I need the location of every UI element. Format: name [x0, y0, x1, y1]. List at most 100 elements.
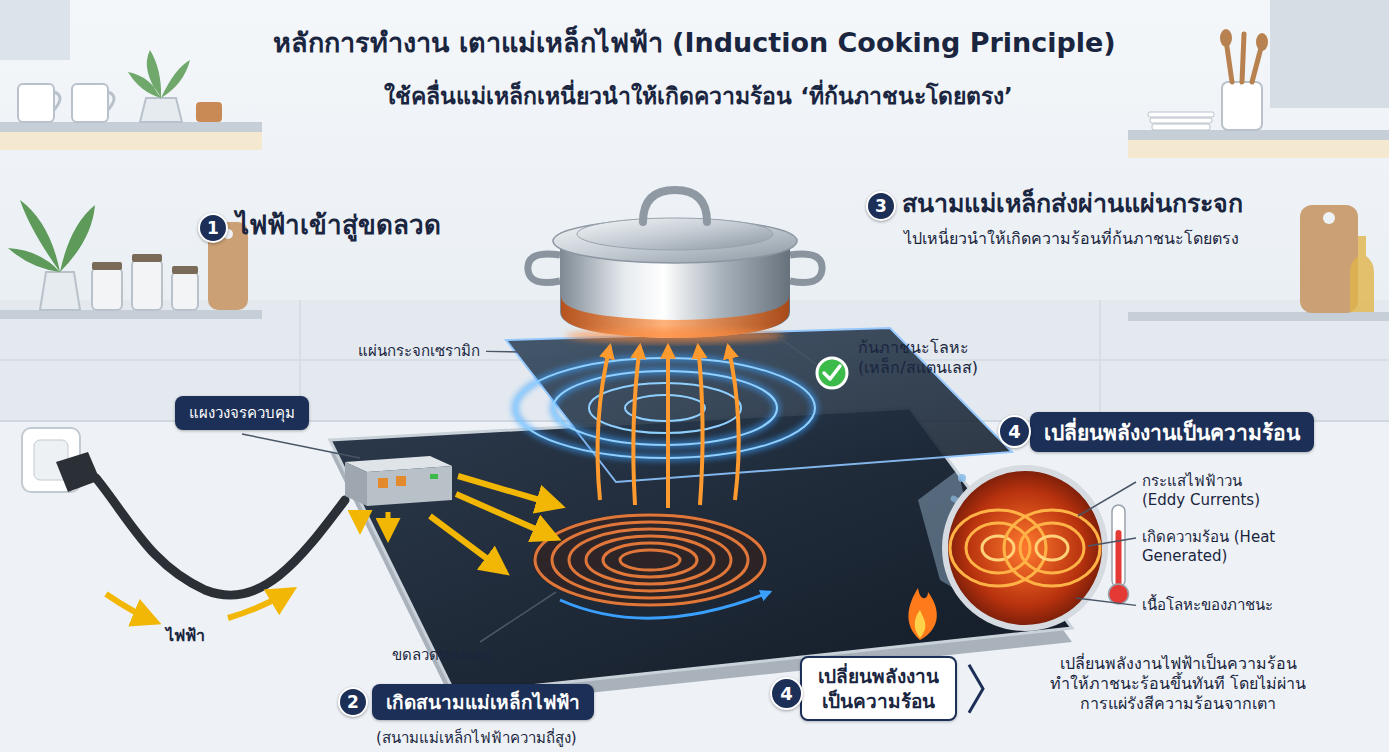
flame-icon: [908, 588, 936, 640]
zoom-circle: [1020, 523, 1084, 573]
copper-coil: [560, 592, 770, 618]
step-box: เปลี่ยนพลังงานเป็นความร้อน: [1030, 412, 1314, 452]
kitchen-shelf: [0, 132, 262, 150]
zoom-circle: [1004, 510, 1100, 586]
magnetic-field: [625, 395, 705, 421]
copper-coil: [586, 536, 714, 584]
current-arrow: [456, 494, 556, 538]
thermometer-icon: [1116, 530, 1122, 588]
control-circuit: [367, 466, 452, 506]
shelf-decor: [1150, 118, 1212, 123]
subtitle: ใช้คลื่นแม่เหล็กเหนี่ยวนำให้เกิดความร้อน…: [4, 82, 1389, 111]
shelf-decor: [108, 92, 114, 110]
shelf-decor: [172, 272, 198, 310]
box-text: เปลี่ยนพลังงาน เป็นความร้อน: [816, 664, 941, 713]
current-arrow: [106, 594, 156, 622]
callout-number: 1: [198, 213, 228, 243]
shelf-decor: [172, 266, 198, 274]
leader-line: [480, 592, 556, 642]
part-label: แผ่นกระจกเซรามิก: [358, 342, 480, 361]
cooking-pot: [528, 190, 822, 343]
callout-number: 4: [770, 677, 803, 710]
magnetic-field: [589, 383, 741, 433]
shelf-decor: [18, 84, 54, 122]
magnetic-field: [515, 358, 815, 458]
copper-coil: [603, 543, 697, 577]
magnetic-field: [515, 358, 815, 458]
callout-number: 3: [866, 191, 896, 221]
leader-line: [1078, 482, 1136, 516]
copper-coil: [569, 529, 731, 591]
kitchen-shelf: [0, 122, 262, 132]
shelf-decor: [1220, 29, 1232, 47]
glass-plate: [506, 328, 1012, 482]
shelf-decor: [132, 260, 162, 310]
cooking-pot: [528, 254, 560, 283]
zoom-circle: [945, 468, 1105, 628]
leader-line: [1088, 538, 1136, 546]
step-box: เปลี่ยนพลังงาน เป็นความร้อน: [800, 656, 957, 721]
bracket: [969, 665, 983, 713]
box-text: 4: [780, 683, 793, 704]
shelf-decor: [72, 84, 108, 122]
check-mark: [778, 337, 816, 364]
magnetic-field: [598, 346, 610, 500]
kitchen-background: [1270, 0, 1389, 108]
power-cable: [56, 452, 100, 492]
part-label: กระแสไฟฟ้าวน (Eddy Currents): [1142, 472, 1265, 510]
power-cable: [96, 478, 345, 595]
part-label: เนื้อโลหะของภาชนะ: [1142, 596, 1273, 615]
cooking-pot: [553, 219, 797, 263]
shelf-decor: [1222, 82, 1262, 130]
control-circuit: [396, 476, 406, 486]
check-mark: [817, 358, 847, 388]
cooking-pot: [643, 190, 707, 222]
control-circuit: [345, 456, 452, 506]
shelf-decor: [92, 268, 122, 310]
shelf-decor: [196, 102, 222, 122]
shelf-decor: [1300, 205, 1358, 313]
part-tag: แผงวงจรควบคุม: [175, 396, 309, 430]
shelf-decor: [1152, 124, 1210, 130]
cooking-pot: [565, 329, 785, 343]
kitchen-shelf: [1128, 312, 1389, 321]
magnetic-field: [728, 346, 739, 500]
thermometer-icon: [1109, 584, 1129, 604]
kitchen-shelf: [1128, 130, 1389, 140]
magnetic-field: [553, 371, 777, 445]
magnetic-field: [633, 346, 640, 505]
current-arrow: [360, 476, 560, 572]
box-subtitle: (สนามแม่เหล็กไฟฟ้าความถี่สูง): [376, 726, 577, 750]
control-circuit: [345, 462, 367, 506]
zoom-circle: [950, 510, 1046, 586]
box-text: 3: [875, 196, 887, 216]
magnetic-field: [666, 346, 670, 508]
box-text: เปลี่ยนพลังงานเป็นความร้อน: [1044, 416, 1300, 449]
shelf-decor: [92, 262, 122, 270]
current-arrow: [228, 590, 292, 618]
magnetic-field: [515, 346, 815, 508]
step-heading: ไฟฟ้าเข้าสู่ขดลวด: [236, 209, 441, 242]
shelf-decor: [40, 272, 80, 310]
current-arrow: [106, 590, 292, 622]
kitchen-background: [1099, 300, 1101, 422]
diagram-title: หลักการทำงาน เตาแม่เหล็กไฟฟ้า (Induction…: [0, 26, 1389, 60]
part-label: ขดลวดทองแดง: [392, 646, 492, 665]
shelf-decor: [128, 50, 190, 98]
shelf-decor: [1148, 112, 1214, 117]
shelf-decor: [1323, 212, 1335, 224]
thermometer-icon: [1112, 505, 1125, 587]
magnetic-field: [515, 358, 815, 458]
copper-coil: [532, 513, 768, 607]
leader-line: [242, 434, 360, 458]
flame-icon: [908, 588, 936, 640]
current-arrow: [430, 516, 505, 572]
leader-line: [486, 351, 524, 353]
leader-line: [1076, 598, 1136, 605]
kitchen-shelf: [0, 310, 262, 319]
